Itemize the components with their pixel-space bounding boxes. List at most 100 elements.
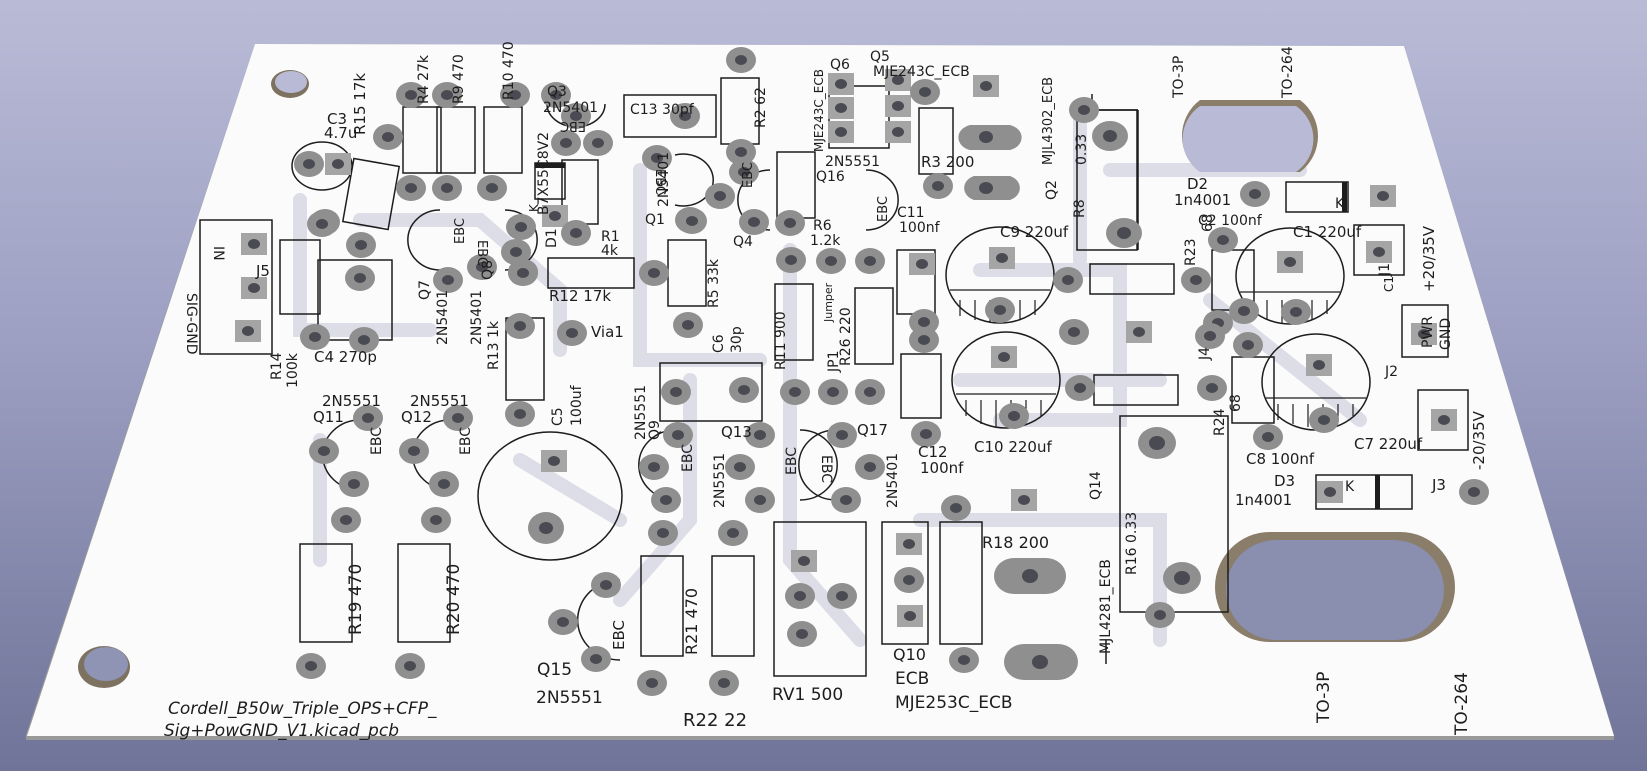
silk-label-q12e: EBC [458, 427, 474, 455]
silk-label-d3p: 1n4001 [1235, 491, 1292, 509]
silk-label-j4: J4 [1197, 347, 1213, 361]
silk-label-c8: C8 100nf [1246, 450, 1315, 468]
silk-label-q5p: MJE243C_ECB [873, 64, 970, 80]
silk-label-q7p: 2N5401 [435, 290, 451, 345]
silk-label-r23v: 68 [1200, 214, 1216, 232]
silk-label-q2p: MJL4302_ECB [1041, 77, 1056, 165]
silk-label-c7: C7 220uf [1354, 435, 1423, 453]
silk-label-c13: C13 30pf [630, 102, 695, 118]
silk-label-r23: R23 [1183, 238, 1199, 266]
silk-label-r21: R21 470 [682, 588, 701, 655]
mounting-hole [275, 71, 307, 93]
silk-label-q17e: EBC [818, 455, 834, 483]
silk-label-c6v: 30p [729, 326, 745, 353]
silk-label-p20: +20/35V [1420, 225, 1438, 292]
silk-label-jp1j: Jumper [822, 282, 835, 323]
silk-label-q15e: EBC [610, 620, 628, 650]
silk-label-to264_t: TO-264 [1280, 46, 1296, 99]
silk-label-q15p: 2N5551 [536, 688, 603, 708]
silk-label-gnd: GND [1438, 318, 1454, 350]
silk-label-q13e: EBC [784, 447, 800, 475]
silk-label-via1: Via1 [591, 323, 624, 341]
silk-label-c3v: 4.7u [324, 124, 357, 142]
board-filename-line2: Sig+PowGND_V1.kicad_pcb [164, 721, 399, 741]
silk-label-b7x: B7X55C8V2 [536, 132, 552, 215]
silk-label-q9p: 2N5551 [633, 385, 649, 440]
silk-label-r8v: 0.33 [1074, 134, 1090, 165]
silk-label-d2: D2 [1187, 175, 1208, 193]
silk-label-d3k: K [1345, 479, 1355, 495]
silk-label-c5: C5 [550, 407, 566, 426]
silk-label-r6: R6 [813, 218, 832, 234]
silk-label-r1: R1 [601, 229, 620, 245]
silk-label-in: IN [210, 246, 226, 261]
silk-label-c9: C9 220uf [1000, 223, 1069, 241]
silk-label-q1p: 2N5401 [656, 152, 672, 207]
silk-label-q8: Q8 [480, 260, 496, 280]
silk-label-m20: -20/35V [1470, 410, 1488, 470]
silk-label-c2: C2 100nf [1198, 213, 1263, 229]
silk-label-q9e: EBC [680, 444, 696, 472]
silk-label-to264_b: TO-264 [1452, 672, 1472, 736]
silk-label-q13: Q13 [721, 423, 752, 441]
silk-label-q4e: EBC [741, 162, 756, 188]
silk-label-q8p: 2N5401 [469, 290, 485, 345]
silk-label-r6v: 1.2k [810, 233, 841, 249]
silk-label-q16: Q16 [816, 169, 845, 185]
silk-label-r1v: 4k [601, 243, 619, 259]
silk-label-r2: R2 62 [753, 87, 769, 128]
silk-label-r20: R20 470 [444, 564, 464, 635]
silk-label-c5v: 100uf [569, 384, 585, 426]
silk-label-j2: J2 [1384, 364, 1398, 380]
silk-label-q10e: ECB [895, 669, 929, 689]
silk-label-c6: C6 [711, 334, 727, 353]
silk-label-q16e: EBC [876, 196, 891, 222]
silk-label-c11v: 100nf [899, 220, 941, 236]
silk-label-r8: R8 [1072, 199, 1088, 218]
silk-label-q10p: MJE253C_ECB [895, 693, 1013, 713]
silkscreen-outlines [199, 77, 1469, 677]
silk-label-d1: D1 [544, 228, 560, 248]
silk-label-d2p: 1n4001 [1174, 191, 1231, 209]
silk-label-c1: C1 220uf [1293, 223, 1362, 241]
silk-label-c10: C10 220uf [974, 438, 1052, 456]
silk-label-r10: R10 470 [501, 41, 517, 100]
silk-label-q6: Q6 [830, 57, 850, 73]
silk-label-j1: J1 [1377, 263, 1393, 277]
silk-label-r24v: 68 [1228, 394, 1244, 412]
silk-label-c12: C12 [918, 443, 948, 461]
silk-label-r14: R14 [269, 352, 285, 380]
silk-label-d3: D3 [1274, 472, 1295, 490]
silk-label-q7e: EBC [453, 218, 468, 244]
silk-label-q3p: 2N5401 [543, 100, 598, 116]
silk-label-r22: R22 22 [683, 710, 747, 731]
silk-label-r18: R18 200 [982, 533, 1049, 552]
silk-label-q13p: 2N5551 [712, 453, 728, 508]
silk-label-r26: R26 220 [838, 307, 854, 366]
silk-label-r11: R11 900 [773, 311, 789, 370]
silk-label-pwr: PWR [1420, 316, 1436, 348]
cutout-bottom [1215, 532, 1455, 642]
silk-label-d2k: K [1335, 196, 1345, 212]
silk-label-q6p: MJE243C_ECB [812, 69, 826, 152]
diode-bands [535, 163, 1380, 509]
silk-label-r24: R24 [1212, 408, 1228, 436]
silk-label-c3: C3 [327, 110, 347, 128]
silk-label-q14p: MJL4281_ECB [1098, 559, 1114, 654]
silk-label-r16: R16 0.33 [1124, 512, 1140, 575]
silk-label-q15: Q15 [537, 660, 572, 680]
silk-label-j5: J5 [255, 262, 270, 280]
silk-label-c4: C4 270p [314, 348, 377, 366]
cutout-top [1182, 100, 1318, 172]
silk-label-q16p: 2N5551 [825, 154, 880, 170]
silk-label-r12: R12 17k [549, 287, 611, 305]
silk-label-q1e: EBC [652, 169, 667, 195]
silk-label-q17p: 2N5401 [885, 453, 901, 508]
silk-label-c1r: C1 [1382, 276, 1396, 292]
board-filename-line1: Cordell_B50w_Triple_OPS+CFP_ [168, 699, 437, 719]
silk-label-q10: Q10 [893, 645, 926, 664]
silk-label-q11e: EBC [369, 427, 385, 455]
